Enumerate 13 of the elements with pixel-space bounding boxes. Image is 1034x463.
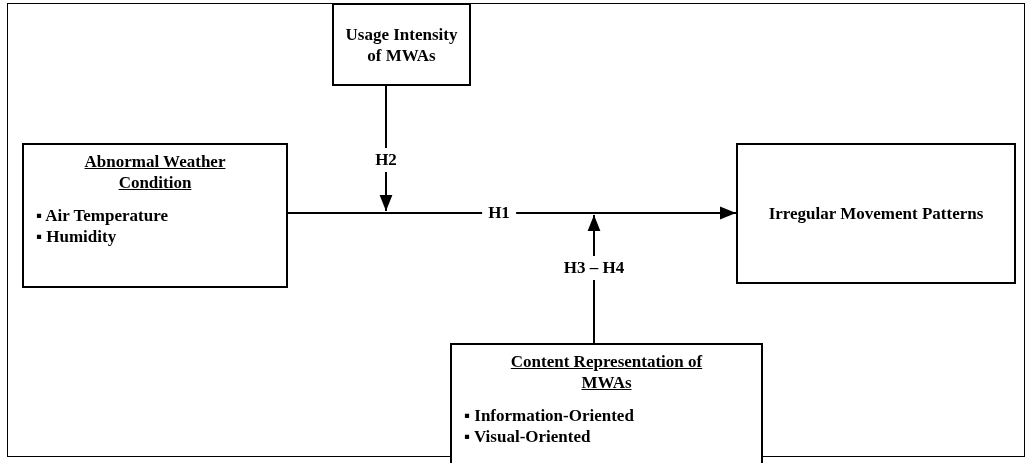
- concept-box: [22, 143, 288, 288]
- arrow: [287, 206, 737, 220]
- box-heading: Irregular Movement Patterns: [768, 203, 984, 224]
- concept-box: [736, 143, 1016, 284]
- box-heading: Content Representation of MWAs: [509, 351, 704, 393]
- bullet-item: ▪ Visual-Oriented: [464, 426, 592, 447]
- box-heading: Abnormal Weather Condition: [83, 151, 227, 193]
- bullet-item: ▪ Information-Oriented: [464, 405, 635, 426]
- concept-box: [450, 343, 763, 463]
- concept-box: [332, 3, 471, 86]
- bullet-item: ▪ Humidity: [36, 226, 118, 247]
- box-heading: Usage Intensity of MWAs: [344, 23, 459, 66]
- bullet-item: ▪ Air Temperature: [36, 205, 169, 226]
